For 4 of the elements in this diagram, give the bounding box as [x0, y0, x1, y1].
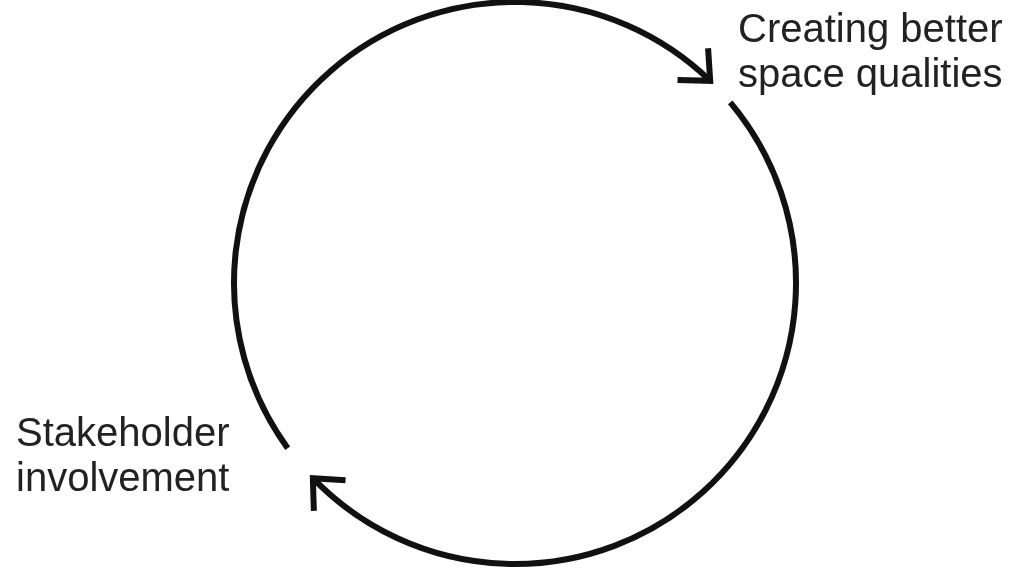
node-label: Creating better space qualities: [738, 6, 1004, 96]
node-label: Stakeholder involvement: [16, 410, 231, 500]
curved-arrow: [231, 0, 714, 450]
curved-arrow: [309, 100, 799, 567]
